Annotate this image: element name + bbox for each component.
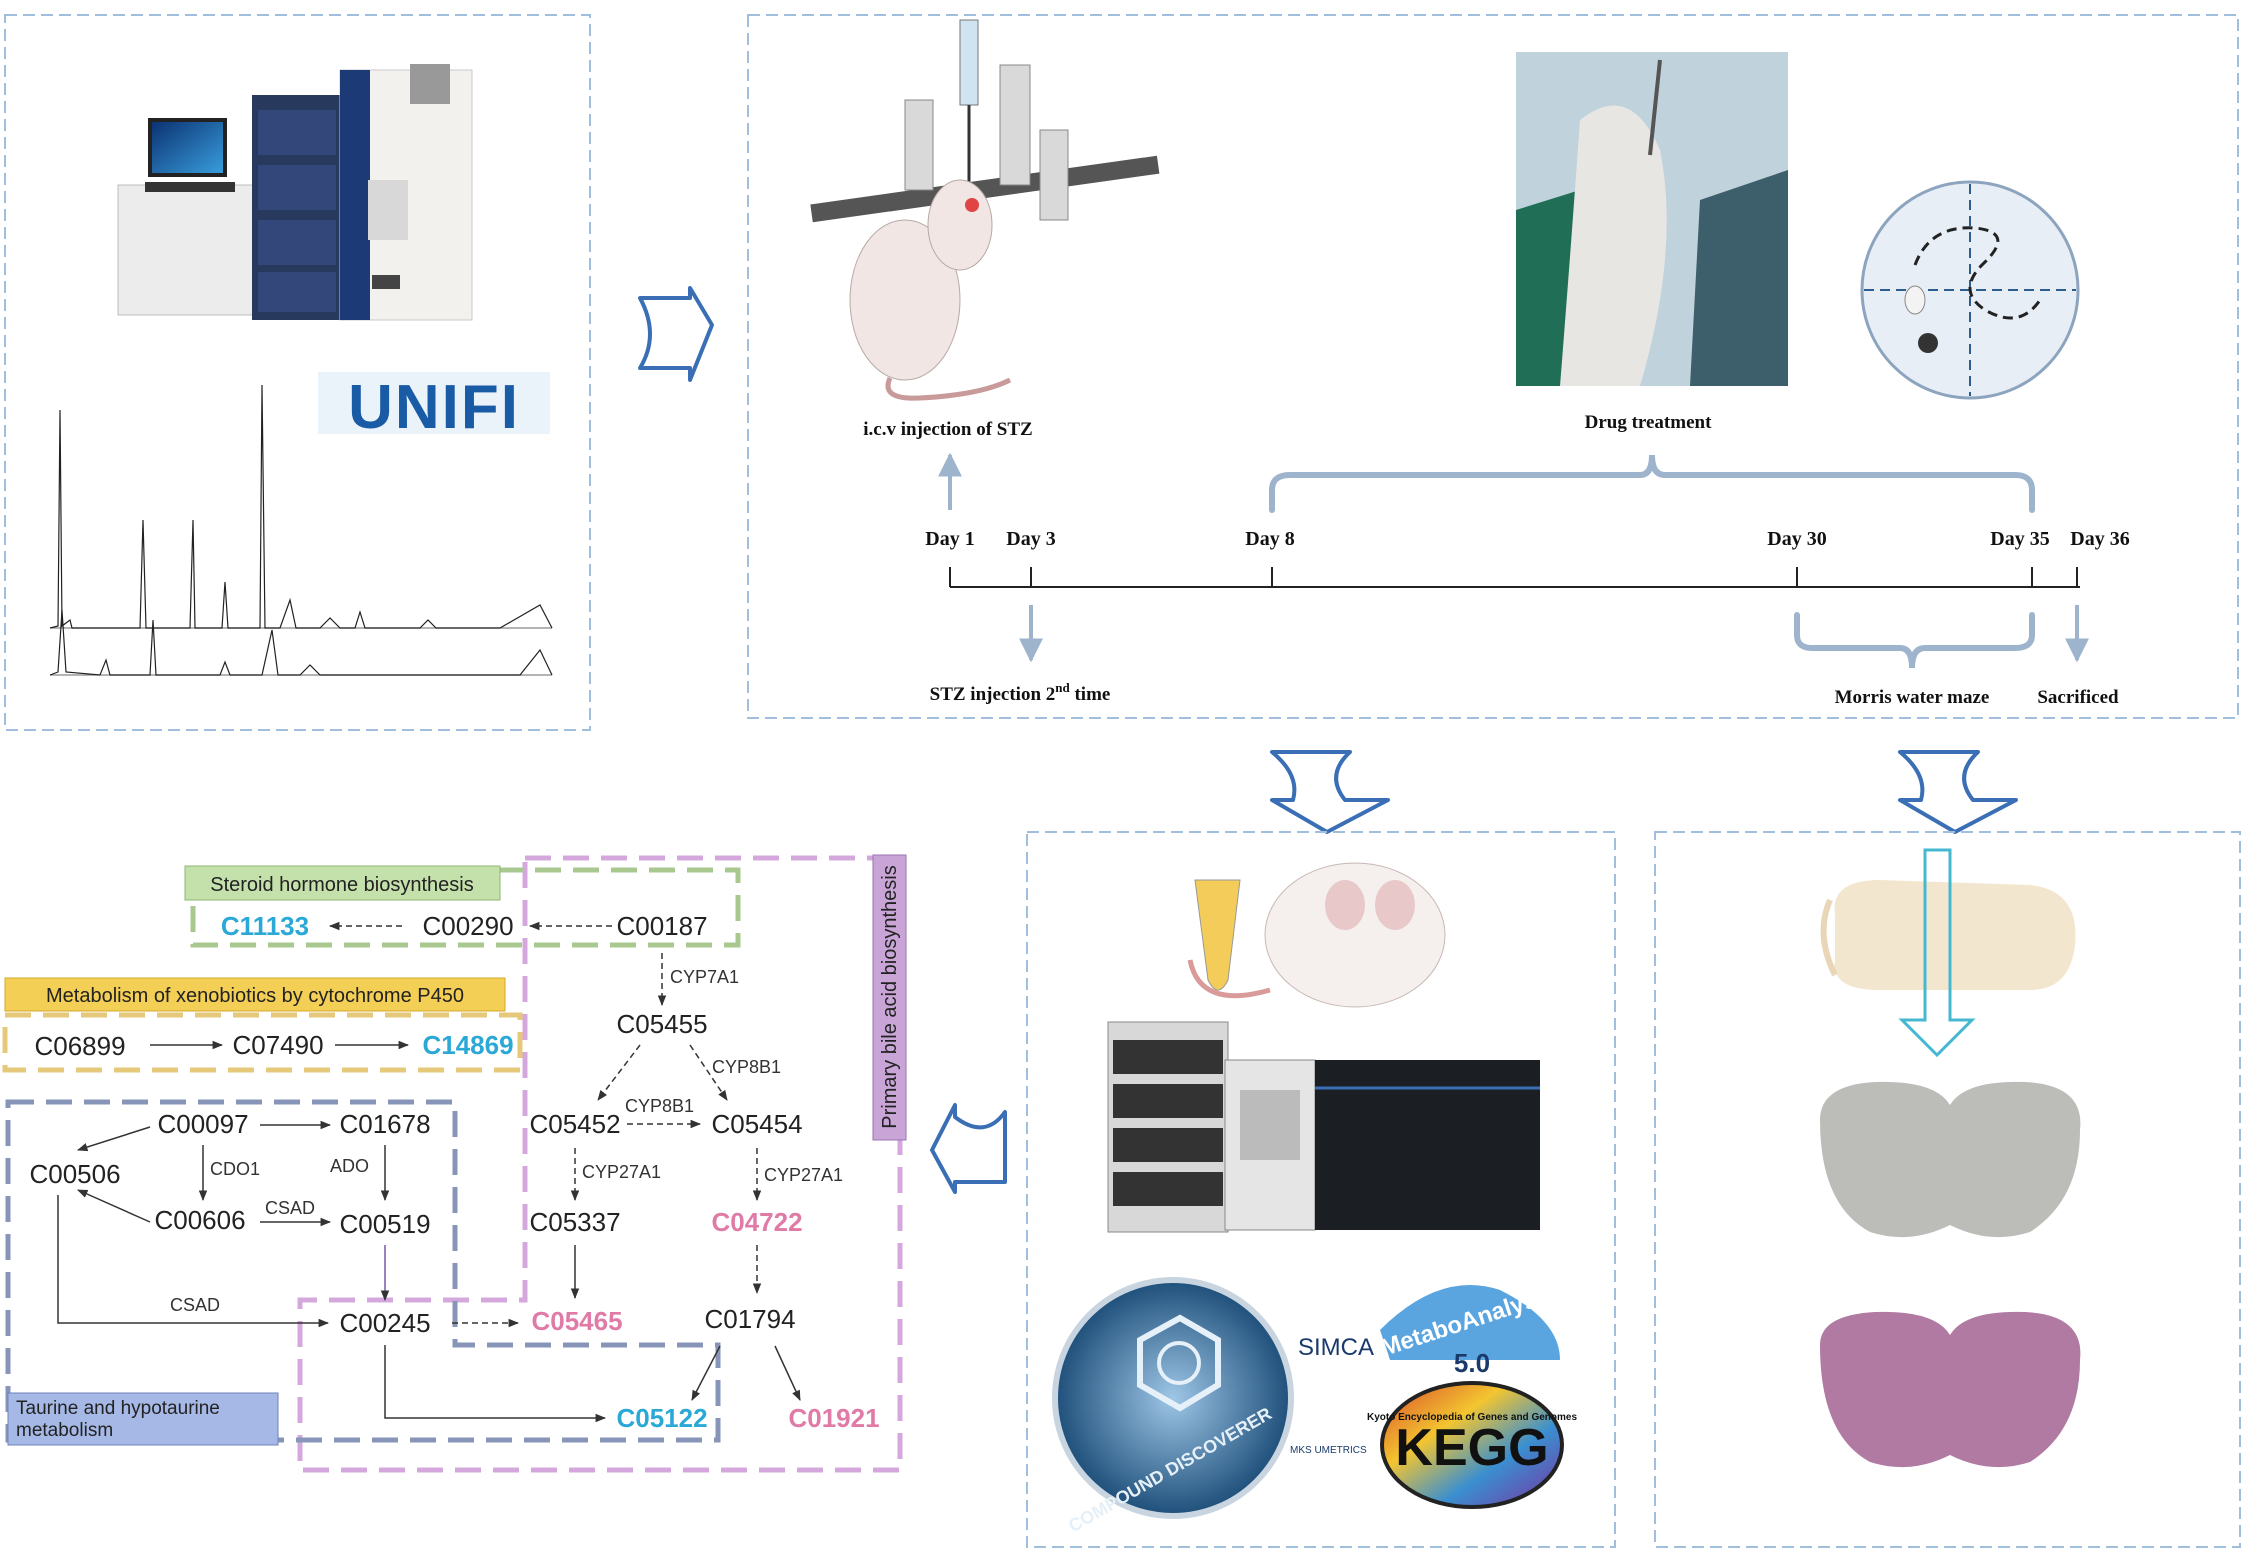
svg-text:Primary bile acid biosynthesis: Primary bile acid biosynthesis xyxy=(879,865,901,1128)
enzyme-cyp8b1-b: CYP8B1 xyxy=(625,1096,694,1116)
chromatogram-traces xyxy=(49,384,553,676)
flow-arrow-down-2 xyxy=(1898,750,2018,834)
compound-c05452: C05452 xyxy=(529,1109,620,1139)
drug-treatment-label: Drug treatment xyxy=(1585,412,1712,433)
brain-histology-panel xyxy=(1654,831,2241,1548)
steroid-pathway-label: Steroid hormone biosynthesis xyxy=(184,865,501,901)
compound-c07490: C07490 xyxy=(232,1030,323,1060)
taurine-label-line1: Taurine and hypotaurine xyxy=(16,1398,220,1419)
svg-text:Steroid hormone biosynthesis: Steroid hormone biosynthesis xyxy=(210,874,473,896)
compound-c01921: C01921 xyxy=(788,1403,879,1433)
compound-c00245: C00245 xyxy=(339,1308,430,1338)
bile-acid-region xyxy=(297,855,903,1473)
stz-second-injection-label: STZ injection 2nd time xyxy=(930,680,1111,705)
compound-c01794: C01794 xyxy=(704,1304,795,1334)
day-30-label: Day 30 xyxy=(1767,528,1826,550)
compound-c00606: C00606 xyxy=(154,1205,245,1235)
enzyme-cyp27a1-b: CYP27A1 xyxy=(764,1165,843,1185)
svg-text:Kyoto Encyclopedia of Genes an: Kyoto Encyclopedia of Genes and Genomes xyxy=(1367,1412,1577,1423)
svg-text:UNIFI: UNIFI xyxy=(348,373,520,442)
compound-c00187: C00187 xyxy=(616,911,707,941)
enzyme-csad-a: CSAD xyxy=(265,1198,315,1218)
svg-text:5.0: 5.0 xyxy=(1454,1348,1490,1378)
svg-text:SIMCA: SIMCA xyxy=(1298,1334,1374,1361)
pathway-panel: Steroid hormone biosynthesis Metabolism … xyxy=(2,854,907,1473)
xenobiotics-region xyxy=(2,1012,523,1073)
enzyme-cyp7a1: CYP7A1 xyxy=(670,967,739,987)
instrument-panel: UNIFI xyxy=(4,14,591,731)
stereotaxic-rat-image xyxy=(810,19,1160,401)
flow-arrows xyxy=(638,286,2018,1194)
pathway-edges xyxy=(57,921,801,1423)
flow-arrow-right xyxy=(638,286,714,382)
taurine-region xyxy=(5,1099,721,1443)
compound-c01678: C01678 xyxy=(339,1109,430,1139)
metabolomics-panel: COMPOUND DISCOVERER SIMCA MKS UMETRICS M… xyxy=(1026,831,1616,1548)
compound-c11133: C11133 xyxy=(221,911,309,941)
compound-c05455: C05455 xyxy=(616,1009,707,1039)
simca-logo: SIMCA MKS UMETRICS xyxy=(1290,1334,1374,1456)
brain-slice-he-stained xyxy=(1820,1311,2081,1468)
slicing-arrow xyxy=(1898,848,1976,1058)
bile-acid-pathway-label: Primary bile acid biosynthesis xyxy=(872,854,907,1141)
timeline-arrows xyxy=(938,452,2089,663)
drug-gavage-image xyxy=(1516,52,1788,387)
day-8-label: Day 8 xyxy=(1245,528,1294,550)
compound-c04722: C04722 xyxy=(711,1207,802,1237)
timeline-axis xyxy=(949,567,2080,588)
whole-brain-image xyxy=(1820,880,2076,990)
timeline-braces xyxy=(1269,454,2035,669)
compound-c05465: C05465 xyxy=(531,1306,622,1336)
rat-serum-image xyxy=(1187,862,1446,1008)
svg-text:KEGG: KEGG xyxy=(1395,1419,1548,1477)
taurine-label-line2: metabolism xyxy=(16,1420,113,1441)
brain-slice-unstained xyxy=(1820,1081,2081,1238)
flow-arrow-down-1 xyxy=(1270,750,1390,834)
day-3-label: Day 3 xyxy=(1006,528,1055,550)
compound-c00506: C00506 xyxy=(29,1159,120,1189)
enzyme-csad-b: CSAD xyxy=(170,1295,220,1315)
timeline-day-labels: Day 1 Day 3 Day 8 Day 30 Day 35 Day 36 xyxy=(925,528,2129,550)
metaboanalyst-logo: MetaboAnalyst 5.0 xyxy=(1377,1284,1560,1378)
svg-text:MKS UMETRICS: MKS UMETRICS xyxy=(1290,1445,1367,1456)
compound-c00519: C00519 xyxy=(339,1209,430,1239)
enzyme-cyp8b1-a: CYP8B1 xyxy=(712,1057,781,1077)
flow-arrow-left xyxy=(930,1103,1007,1194)
water-maze-image xyxy=(1860,180,2080,400)
compound-c05122: C05122 xyxy=(616,1403,707,1433)
enzyme-ado: ADO xyxy=(330,1156,369,1176)
kegg-logo: KEGG Kyoto Encyclopedia of Genes and Gen… xyxy=(1367,1381,1577,1509)
animal-experiment-panel: Day 1 Day 3 Day 8 Day 30 Day 35 Day 36 i… xyxy=(747,14,2239,719)
day-1-label: Day 1 xyxy=(925,528,974,550)
morris-water-maze-label: Morris water maze xyxy=(1835,687,1990,708)
day-36-label: Day 36 xyxy=(2070,528,2129,550)
compound-c14869: C14869 xyxy=(422,1030,513,1060)
sacrificed-label: Sacrificed xyxy=(2037,687,2119,708)
compound-labels: C11133 C00290 C00187 C06899 C07490 C1486… xyxy=(29,911,879,1433)
compound-c00290: C00290 xyxy=(422,911,513,941)
uplc-qtof-image xyxy=(1107,1021,1540,1233)
icv-injection-label: i.c.v injection of STZ xyxy=(863,419,1032,440)
compound-c06899: C06899 xyxy=(34,1031,125,1061)
lcms-instrument-image xyxy=(117,64,473,321)
day-35-label: Day 35 xyxy=(1990,528,2049,550)
svg-text:Metabolism of xenobiotics by c: Metabolism of xenobiotics by cytochrome … xyxy=(46,985,464,1007)
compound-discoverer-logo: COMPOUND DISCOVERER xyxy=(1052,1277,1294,1536)
enzyme-labels: CYP7A1 CYP8B1 CYP8B1 CYP27A1 CYP27A1 CDO… xyxy=(170,967,843,1315)
compound-c05337: C05337 xyxy=(529,1207,620,1237)
compound-c05454: C05454 xyxy=(711,1109,802,1139)
xenobiotics-pathway-label: Metabolism of xenobiotics by cytochrome … xyxy=(4,977,506,1012)
enzyme-cdo1: CDO1 xyxy=(210,1159,260,1179)
enzyme-cyp27a1-a: CYP27A1 xyxy=(582,1162,661,1182)
unifi-logo: UNIFI xyxy=(318,372,550,442)
compound-c00097: C00097 xyxy=(157,1109,248,1139)
